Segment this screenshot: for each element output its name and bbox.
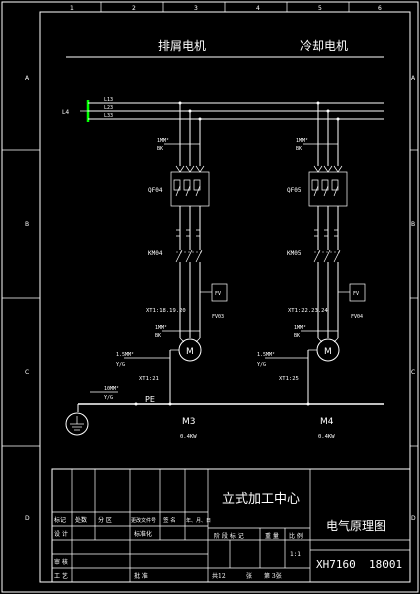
m4-wire-mid-sub: BK — [294, 333, 300, 339]
m3-wire-mid-sub: BK — [155, 333, 161, 339]
label-zone: 分 区 — [98, 516, 112, 524]
m3-name: M3 — [182, 417, 196, 427]
m4-fv-tag: FV04 — [351, 314, 363, 320]
section-title-right: 冷却电机 — [300, 39, 348, 53]
m3-terminal: XT1:18.19.20 — [146, 308, 186, 314]
m4-fv-box — [349, 283, 366, 302]
pe-label: PE — [145, 395, 155, 404]
m4-wire-mid: 1MM² — [294, 325, 306, 331]
sheets-total: 共12 — [212, 572, 226, 580]
sheet-number: 第 3张 — [264, 572, 282, 580]
label-approve: 批 准 — [134, 572, 148, 580]
column-4: 4 — [256, 5, 260, 12]
m4-wire-pe-sub: Y/G — [257, 362, 266, 368]
m3-wire-pe: 1.5MM² — [116, 352, 134, 358]
breaker-qf04 — [170, 165, 210, 207]
scale-value: 1:1 — [290, 551, 301, 558]
m4-fv-label: FV — [353, 291, 359, 297]
m3-contactor-label: KM04 — [148, 250, 163, 257]
title-block: 立式加工中心 电气原理图 XH7160 18001 标记 处数 分 区 更改文件… — [51, 468, 411, 583]
m4-wire-pe: 1.5MM² — [257, 352, 275, 358]
m3-wire-top: 1MM² — [157, 138, 169, 144]
motor-circuit-m4: 1MM² BK QF05 KM05 FV FV04 XT1:22.23. — [257, 101, 366, 440]
label-date: 年、月、日 — [186, 517, 211, 524]
phase-label-2: L23 — [104, 105, 113, 111]
column-2: 2 — [132, 5, 136, 12]
pe-bus: PE 10MM² Y/G — [65, 386, 384, 436]
label-ratio: 比 例 — [289, 532, 303, 540]
column-6: 6 — [378, 5, 382, 12]
right-row-markers: A B C D — [410, 75, 418, 522]
m3-breaker-label: QF04 — [148, 187, 163, 194]
m3-fv-box — [211, 283, 228, 302]
m4-terminal: XT1:22.23.24 — [288, 308, 328, 314]
ground-wire: 10MM² — [104, 386, 119, 392]
m3-fv-label: FV — [215, 291, 221, 297]
label-count: 处数 — [75, 516, 87, 524]
row-b-left: B — [25, 221, 29, 228]
label-process: 工 艺 — [54, 572, 68, 580]
label-sign: 签 名 — [163, 516, 176, 524]
product-name: 立式加工中心 — [222, 492, 300, 507]
m3-wire-top-sub: BK — [157, 146, 163, 152]
phase-label-1: L13 — [104, 97, 113, 103]
left-row-markers: A B C D — [2, 75, 40, 522]
sheet-word: 张 — [246, 572, 252, 580]
row-a-right: A — [411, 75, 416, 82]
ground-symbol-ring — [65, 412, 89, 436]
m4-motor-letter: M — [324, 347, 332, 357]
row-b-right: B — [411, 221, 415, 228]
m3-power: 0.4KW — [180, 434, 197, 440]
m3-pe-terminal: XT1:21 — [139, 376, 159, 382]
label-stage: 阶 段 标 记 — [214, 532, 244, 540]
column-1: 1 — [70, 5, 74, 12]
label-standard: 标准化 — [134, 530, 152, 538]
breaker-qf05 — [308, 165, 348, 207]
m3-motor-letter: M — [186, 347, 194, 357]
phase-label-3: L33 — [104, 113, 113, 119]
m3-wire-mid: 1MM² — [155, 325, 167, 331]
label-change-doc: 更改文件号 — [131, 517, 156, 524]
motor-circuit-m3: 1MM² BK QF04 KM04 FV FV03 — [116, 101, 228, 440]
m4-pe-terminal: XT1:25 — [279, 376, 299, 382]
row-c-left: C — [25, 369, 29, 376]
column-5: 5 — [318, 5, 322, 12]
m4-power: 0.4KW — [318, 434, 335, 440]
contactor-km04 — [175, 249, 204, 263]
contactor-km05 — [313, 249, 342, 263]
power-bus: L4 L13 L23 L33 — [62, 97, 384, 122]
m3-wire-pe-sub: Y/G — [116, 362, 125, 368]
m4-contactor-label: KM05 — [287, 250, 302, 257]
row-d-left: D — [25, 515, 30, 522]
ground-wire-sub: Y/G — [104, 395, 113, 401]
drawing-number: XH7160 — [316, 558, 356, 571]
m4-wire-top: 1MM² — [296, 138, 308, 144]
label-weight: 重 量 — [265, 532, 279, 540]
m4-name: M4 — [320, 417, 334, 427]
drawing-title: 电气原理图 — [326, 518, 386, 533]
column-3: 3 — [194, 5, 198, 12]
row-c-right: C — [411, 369, 415, 376]
label-review: 审 核 — [54, 558, 68, 566]
m4-breaker-label: QF05 — [287, 187, 302, 194]
m4-wire-top-sub: BK — [296, 146, 302, 152]
label-design: 设 计 — [54, 530, 68, 538]
row-d-right: D — [411, 515, 416, 522]
m3-fv-tag: FV03 — [212, 314, 224, 320]
column-markers: 1 2 3 4 5 6 — [70, 2, 382, 12]
drawing-code: 18001 — [369, 558, 402, 571]
row-a-left: A — [25, 75, 30, 82]
label-mark: 标记 — [54, 516, 66, 524]
bus-label: L4 — [62, 109, 69, 116]
section-title-left: 排屑电机 — [158, 39, 206, 53]
